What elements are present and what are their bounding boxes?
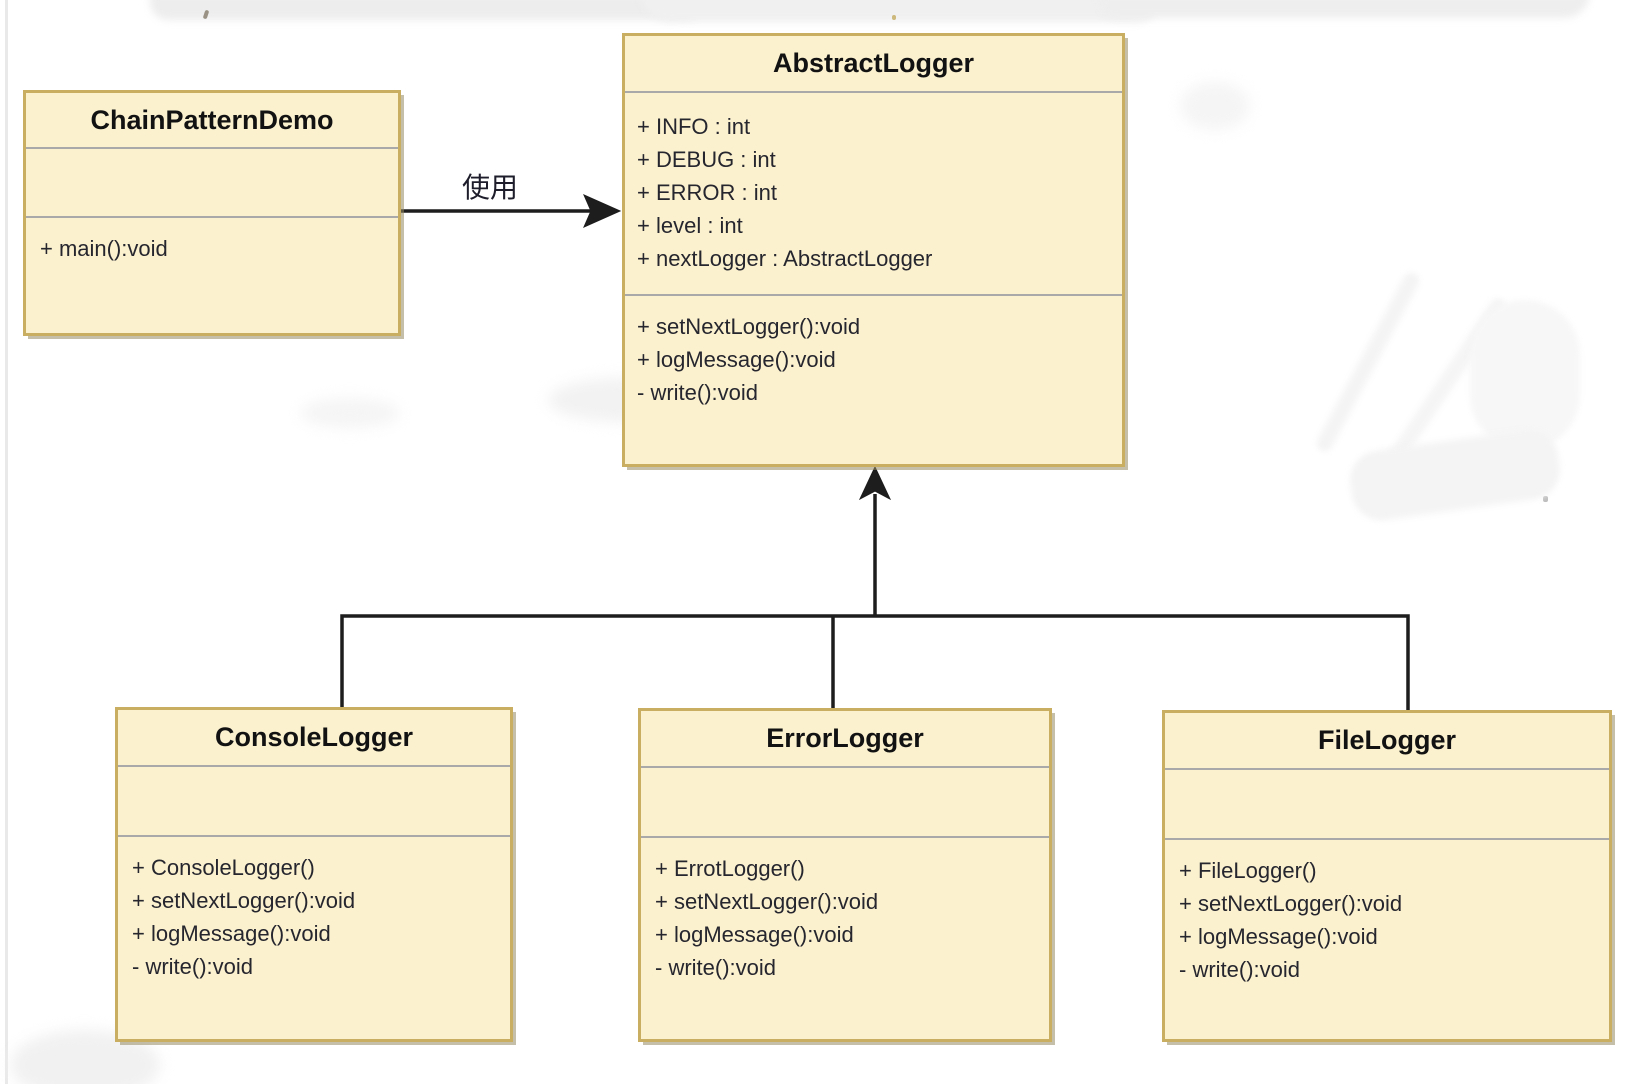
class-methods-section: + setNextLogger():void + logMessage():vo… (625, 296, 1122, 409)
ink-speck (1543, 496, 1548, 502)
class-attributes-section (118, 767, 510, 837)
method-entry: + setNextLogger():void (655, 889, 879, 914)
page-edge-line (5, 0, 8, 1084)
attribute-entry: + ERROR : int (637, 180, 777, 205)
method-entry: + setNextLogger():void (637, 314, 861, 339)
generalization-arrowhead-icon (858, 465, 892, 501)
class-attributes-section (1165, 770, 1609, 840)
class-methods-section: + FileLogger() + setNextLogger():void + … (1165, 840, 1609, 986)
eraser-smudge (1180, 82, 1250, 130)
ink-speck (892, 15, 896, 20)
class-methods-section: + main():void (26, 218, 398, 265)
class-box-consolelogger: ConsoleLogger + ConsoleLogger() + setNex… (115, 707, 513, 1042)
generalization-branch-line (340, 614, 1410, 712)
class-attributes-section: + INFO : int + DEBUG : int + ERROR : int… (625, 93, 1122, 296)
class-methods-section: + ErrotLogger() + setNextLogger():void +… (641, 838, 1049, 984)
class-box-chainpatterndemo: ChainPatternDemo + main():void (23, 90, 401, 336)
method-entry: + ConsoleLogger() (132, 855, 315, 880)
dependency-label: 使用 (461, 172, 518, 203)
class-attributes-section (641, 768, 1049, 838)
method-entry: + setNextLogger():void (132, 888, 356, 913)
method-entry: + logMessage():void (655, 922, 854, 947)
method-entry: + main():void (40, 236, 168, 261)
method-entry: + logMessage():void (132, 921, 331, 946)
generalization-connector-to-abstractlogger (340, 465, 1410, 712)
class-box-filelogger: FileLogger + FileLogger() + setNextLogge… (1162, 710, 1612, 1042)
method-entry: + logMessage():void (1179, 924, 1378, 949)
eraser-smudge-top (640, 0, 1160, 22)
eraser-smudge-top (150, 0, 710, 20)
method-entry: + logMessage():void (637, 347, 836, 372)
method-entry: - write():void (1179, 957, 1301, 982)
eraser-smudge-top (1100, 0, 1590, 18)
attribute-entry: + DEBUG : int (637, 147, 776, 172)
method-entry: - write():void (637, 380, 759, 405)
method-entry: + setNextLogger():void (1179, 891, 1403, 916)
method-entry: - write():void (655, 955, 777, 980)
class-title: ConsoleLogger (118, 710, 510, 767)
eraser-smudge (300, 398, 400, 428)
method-entry: + FileLogger() (1179, 858, 1317, 883)
class-methods-section: + ConsoleLogger() + setNextLogger():void… (118, 837, 510, 983)
eraser-scribble-right (1470, 300, 1580, 450)
class-title: ErrorLogger (641, 711, 1049, 768)
attribute-entry: + nextLogger : AbstractLogger (637, 246, 933, 271)
attribute-entry: + level : int (637, 213, 743, 238)
class-title: FileLogger (1165, 713, 1609, 770)
attribute-entry: + INFO : int (637, 114, 751, 139)
method-entry: - write():void (132, 954, 254, 979)
dependency-arrowhead-icon (583, 194, 622, 228)
class-attributes-section (26, 149, 398, 218)
class-box-errorlogger: ErrorLogger + ErrotLogger() + setNextLog… (638, 708, 1052, 1042)
class-title: AbstractLogger (625, 36, 1122, 93)
dependency-arrow-chainpatterndemo-to-abstractlogger (401, 194, 622, 228)
class-box-abstractlogger: AbstractLogger + INFO : int + DEBUG : in… (622, 33, 1125, 467)
method-entry: + ErrotLogger() (655, 856, 805, 881)
class-title: ChainPatternDemo (26, 93, 398, 149)
